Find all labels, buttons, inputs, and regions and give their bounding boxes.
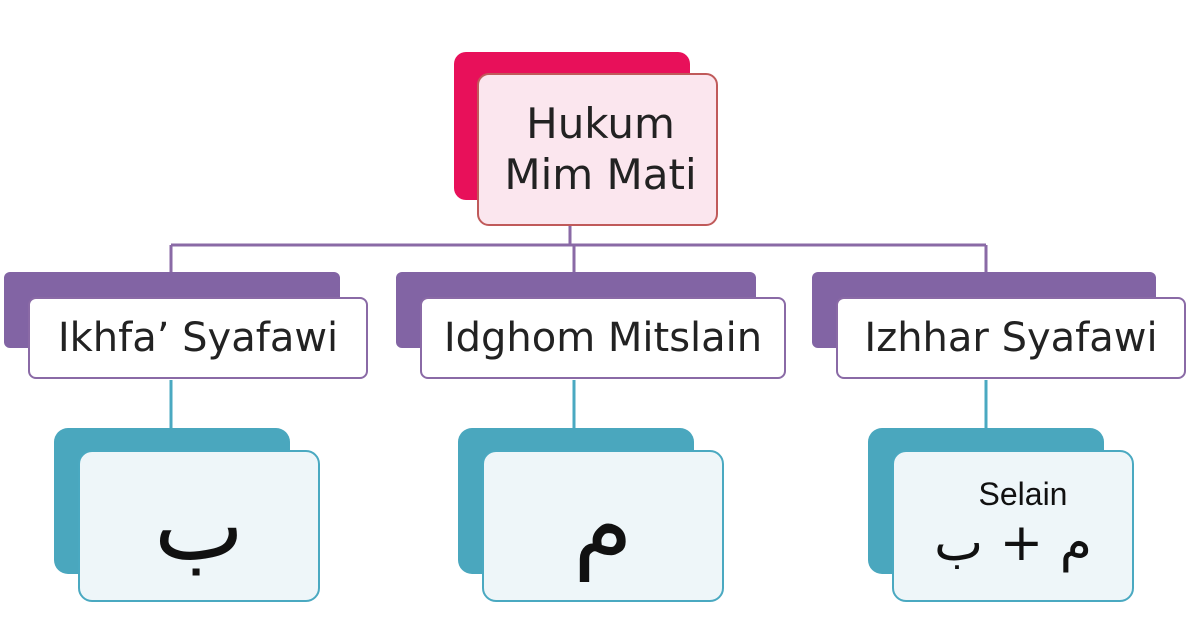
letter-node-ikhfa: ب bbox=[78, 450, 320, 602]
selain-label: Selain bbox=[978, 475, 1068, 512]
root-title-line1: Hukum bbox=[526, 99, 675, 149]
letter-node-izhhar: Selain م + ب bbox=[892, 450, 1134, 602]
arabic-letter-mim: م bbox=[573, 470, 633, 582]
category-node-ikhfa: Ikhfa’ Syafawi bbox=[28, 297, 368, 379]
category-label-ikhfa: Ikhfa’ Syafawi bbox=[57, 315, 339, 361]
root-node: Hukum Mim Mati bbox=[477, 73, 718, 226]
root-title-line2: Mim Mati bbox=[504, 149, 697, 199]
category-label-izhhar: Izhhar Syafawi bbox=[864, 315, 1158, 361]
arabic-letters-excluded: م + ب bbox=[934, 512, 1092, 573]
category-node-izhhar: Izhhar Syafawi bbox=[836, 297, 1186, 379]
letter-node-idghom: م bbox=[482, 450, 724, 602]
category-node-idghom: Idghom Mitslain bbox=[420, 297, 786, 379]
category-label-idghom: Idghom Mitslain bbox=[443, 315, 763, 361]
arabic-letter-ba: ب bbox=[153, 470, 245, 582]
